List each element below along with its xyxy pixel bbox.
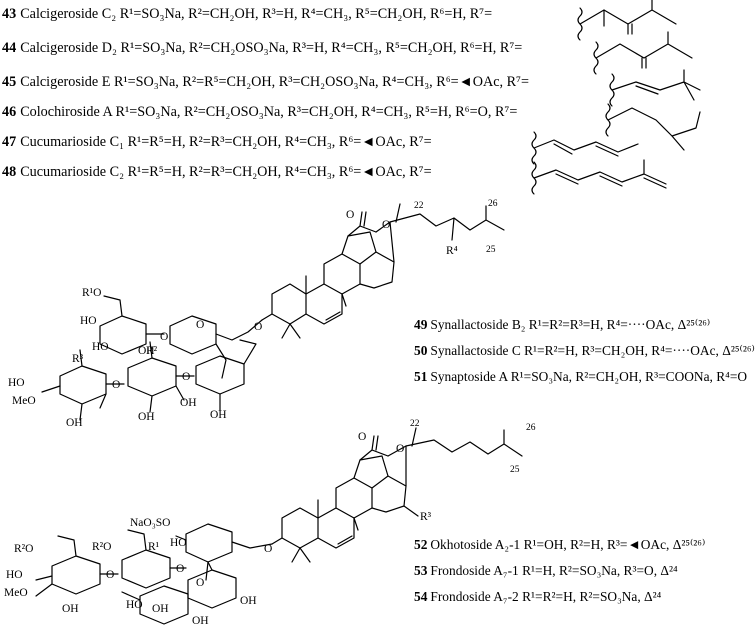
atom-label: HO [8,377,25,389]
carbon-number: 22 [410,419,420,429]
atom-label: R³ [420,511,432,523]
atom-label: HO [92,341,109,353]
compound-number: 44 [2,40,17,56]
atom-label: O [176,563,184,575]
atom-label: R³ [72,353,84,365]
atom-label: O [196,319,204,331]
atom-label: OH [62,603,79,615]
compound-description: Calcigeroside E R¹=SO₃Na, R²=R⁵=CH₂OH, R… [20,74,529,90]
atom-label: O [160,331,168,343]
atom-label: NaO₃SO [130,517,170,529]
compound-number: 53 [414,563,428,578]
atom-label: MeO [4,587,28,599]
atom-label: R¹O [82,287,101,299]
atom-labels: O O 22 26 25 R⁴ O R¹O HO HO OH O O R³ R²… [4,199,536,627]
compound-description: Okhotoside A₂-1 R¹=OH, R²=H, R³=◄OAc, Δ²… [430,537,706,552]
atom-label: O [106,569,114,581]
compound-number: 51 [414,369,428,384]
atom-label: O [182,371,190,383]
atom-label: OH [138,345,155,357]
carbon-number: 22 [414,201,424,211]
compound-description: Frondoside A₇-2 R¹=R²=H, R²=SO₃Na, Δ²⁴ [430,589,662,604]
compound-description: Calcigeroside C₂ R¹=SO₃Na, R²=CH₂OH, R³=… [20,6,493,22]
atom-label: MeO [12,395,36,407]
atom-label: R²O [14,543,33,555]
atom-label: O [112,379,120,391]
compound-number: 46 [2,104,17,120]
atom-label: R² [146,345,158,357]
atom-label: R²O [92,541,111,553]
sugar-chain-52-54 [35,523,273,625]
aglycone-49-51 [261,203,505,339]
compound-description: Frondoside A₇-1 R¹=H, R²=SO₃Na, R³=O, Δ²… [430,563,678,578]
carbon-number: 25 [510,465,520,475]
atom-label: HO [126,599,143,611]
compound-number: 52 [414,537,428,552]
compound-number: 47 [2,134,17,150]
atom-label: HO [6,569,23,581]
atom-label: O [254,321,262,333]
compound-description: Synallactoside C R¹=R²=H, R³=CH₂OH, R⁴=·… [430,343,755,358]
side-chain-43 [577,0,677,41]
carbon-number: 26 [526,423,536,433]
compound-description: Calcigeroside D₂ R¹=SO₃Na, R²=CH₂OSO₃Na,… [20,40,523,56]
compound-number: 54 [414,589,428,604]
atom-label: O [196,577,204,589]
compound-description: Synallactoside B₂ R¹=R²=R³=H, R⁴=····OAc… [430,317,711,332]
side-chain-44 [593,31,693,75]
atom-label: OH [152,603,169,615]
atom-label: OH [240,595,257,607]
chemical-structures: O O 22 26 25 R⁴ O R¹O HO HO OH O O R³ R²… [4,0,701,627]
carbon-number: 26 [488,199,498,209]
atom-label: O [264,543,272,555]
atom-label: OH [66,417,83,429]
atom-label: R¹ [148,541,160,553]
atom-label: O [346,209,354,221]
compound-number: 50 [414,343,428,358]
atom-label: OH [210,409,227,421]
compound-description: Colochiroside A R¹=SO₃Na, R²=CH₂OSO₃Na, … [20,104,518,120]
side-chain-48 [531,159,667,195]
side-chain-45 [609,69,701,107]
atom-label: OH [138,411,155,423]
compound-number: 49 [414,317,428,332]
atom-label: O [396,443,404,455]
compound-description: Cucumarioside C₁ R¹=R⁵=H, R²=R³=CH₂OH, R… [20,134,432,150]
compound-description: Synaptoside A R¹=SO₃Na, R²=CH₂OH, R³=COO… [430,369,748,384]
atom-label: O [358,431,366,443]
atom-label: O [382,219,390,231]
carbon-number: 25 [486,245,496,255]
side-chain-46 [605,103,701,151]
atom-label: HO [170,537,187,549]
sugar-chain-49-51 [41,295,263,421]
compound-number: 43 [2,6,17,22]
atom-label: R⁴ [446,245,458,257]
compound-number: 45 [2,74,17,90]
atom-label: OH [192,615,209,627]
compound-description: Cucumarioside C₂ R¹=R⁵=H, R²=R³=CH₂OH, R… [20,164,432,180]
side-chain-47 [531,131,639,165]
atom-label: HO [80,315,97,327]
aglycone-52-54 [271,427,523,563]
compound-number: 48 [2,164,17,180]
atom-label: OH [180,397,197,409]
